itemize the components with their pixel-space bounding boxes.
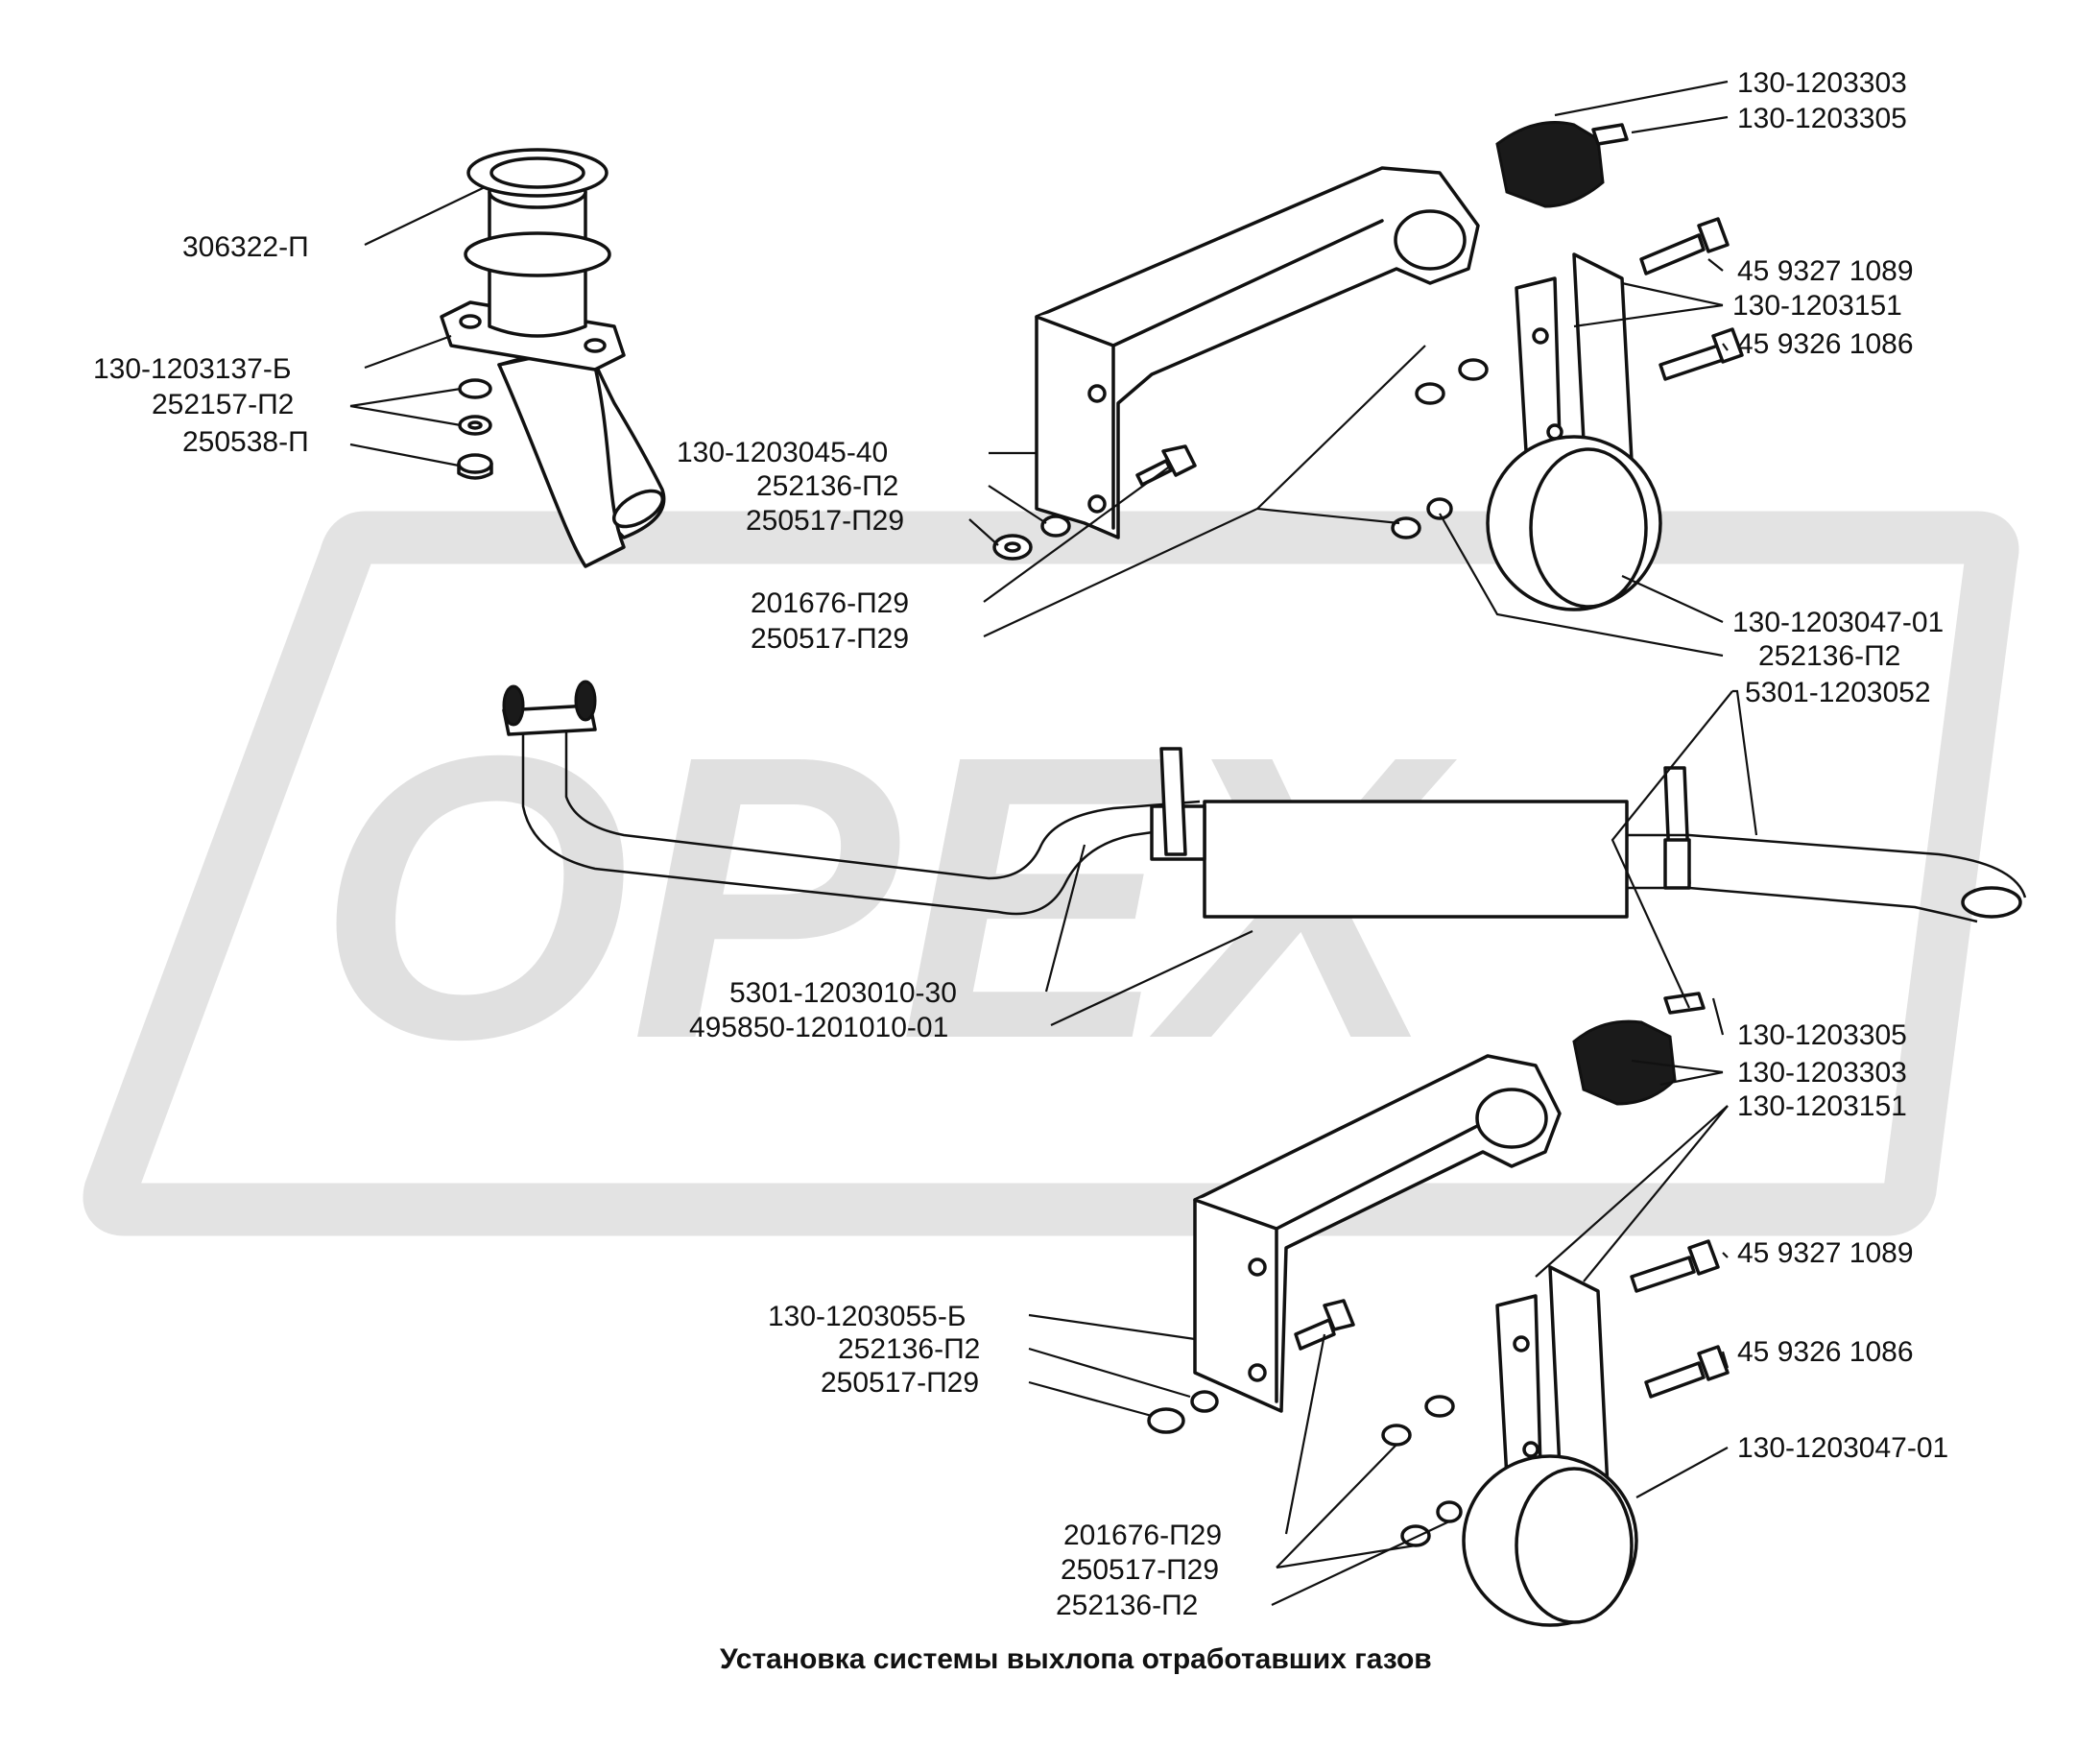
- label-5301-1203010-30: 5301-1203010-30: [729, 977, 957, 1009]
- diagram-caption: Установка системы выхлопа отработавших г…: [720, 1643, 1432, 1675]
- label-130-1203045-40: 130-1203045-40: [677, 437, 888, 468]
- watermark-frame: [83, 511, 2019, 1236]
- label-459327-1089-top: 45 9327 1089: [1737, 255, 1914, 287]
- leader-lines: [349, 80, 1758, 1606]
- label-130-1203047-01-bot: 130-1203047-01: [1737, 1432, 1948, 1464]
- muffler-assembly: [502, 680, 2027, 923]
- exhaust-downpipe-assembly: [440, 148, 666, 568]
- label-5301-1203052: 5301-1203052: [1745, 677, 1931, 708]
- label-306322-p: 306322-П: [182, 231, 309, 263]
- label-252136-p2-right: 252136-П2: [1758, 640, 1900, 672]
- label-201676-p29-bot: 201676-П29: [1063, 1520, 1222, 1551]
- label-130-1203305-bot: 130-1203305: [1737, 1019, 1907, 1051]
- label-252136-p2-bot: 252136-П2: [838, 1333, 980, 1365]
- label-252136-p2-top: 252136-П2: [756, 470, 898, 502]
- label-250517-p29-top-2: 250517-П29: [751, 623, 909, 655]
- upper-bracket-assembly: [992, 121, 1629, 561]
- label-201676-p29-top: 201676-П29: [751, 587, 909, 619]
- label-130-1203151-bot: 130-1203151: [1737, 1090, 1907, 1122]
- upper-clamp-assembly: [1391, 217, 1744, 611]
- lower-bracket-assembly: [1147, 992, 1706, 1434]
- label-250517-p29-top: 250517-П29: [746, 505, 904, 537]
- label-250517-p29-bot: 250517-П29: [821, 1367, 979, 1399]
- label-250517-p29-bot-2: 250517-П29: [1061, 1554, 1219, 1586]
- label-252157-p2: 252157-П2: [152, 389, 294, 420]
- label-130-1203303-bot: 130-1203303: [1737, 1057, 1907, 1089]
- label-130-1203151-top: 130-1203151: [1732, 290, 1902, 322]
- label-250538-p: 250538-П: [182, 426, 309, 458]
- label-130-1203303-top: 130-1203303: [1737, 67, 1907, 99]
- label-459326-1086-top: 45 9326 1086: [1737, 328, 1914, 360]
- muffler-body: [1203, 800, 1629, 919]
- label-130-1203055-b: 130-1203055-Б: [768, 1301, 966, 1332]
- label-130-1203305-top: 130-1203305: [1737, 103, 1907, 134]
- watermark: OPEX: [83, 511, 2019, 1236]
- part-labels: 306322-П 130-1203137-Б 252157-П2 250538-…: [93, 67, 1948, 1621]
- label-495850-1201010-01: 495850-1201010-01: [689, 1012, 948, 1043]
- label-459327-1089-bot: 45 9327 1089: [1737, 1237, 1914, 1269]
- label-252136-p2-bot-2: 252136-П2: [1056, 1590, 1198, 1621]
- label-130-1203047-01-top: 130-1203047-01: [1732, 607, 1944, 638]
- label-459326-1086-bot: 45 9326 1086: [1737, 1336, 1914, 1368]
- lower-clamp-assembly: [1381, 1239, 1730, 1627]
- label-130-1203137-b: 130-1203137-Б: [93, 353, 292, 385]
